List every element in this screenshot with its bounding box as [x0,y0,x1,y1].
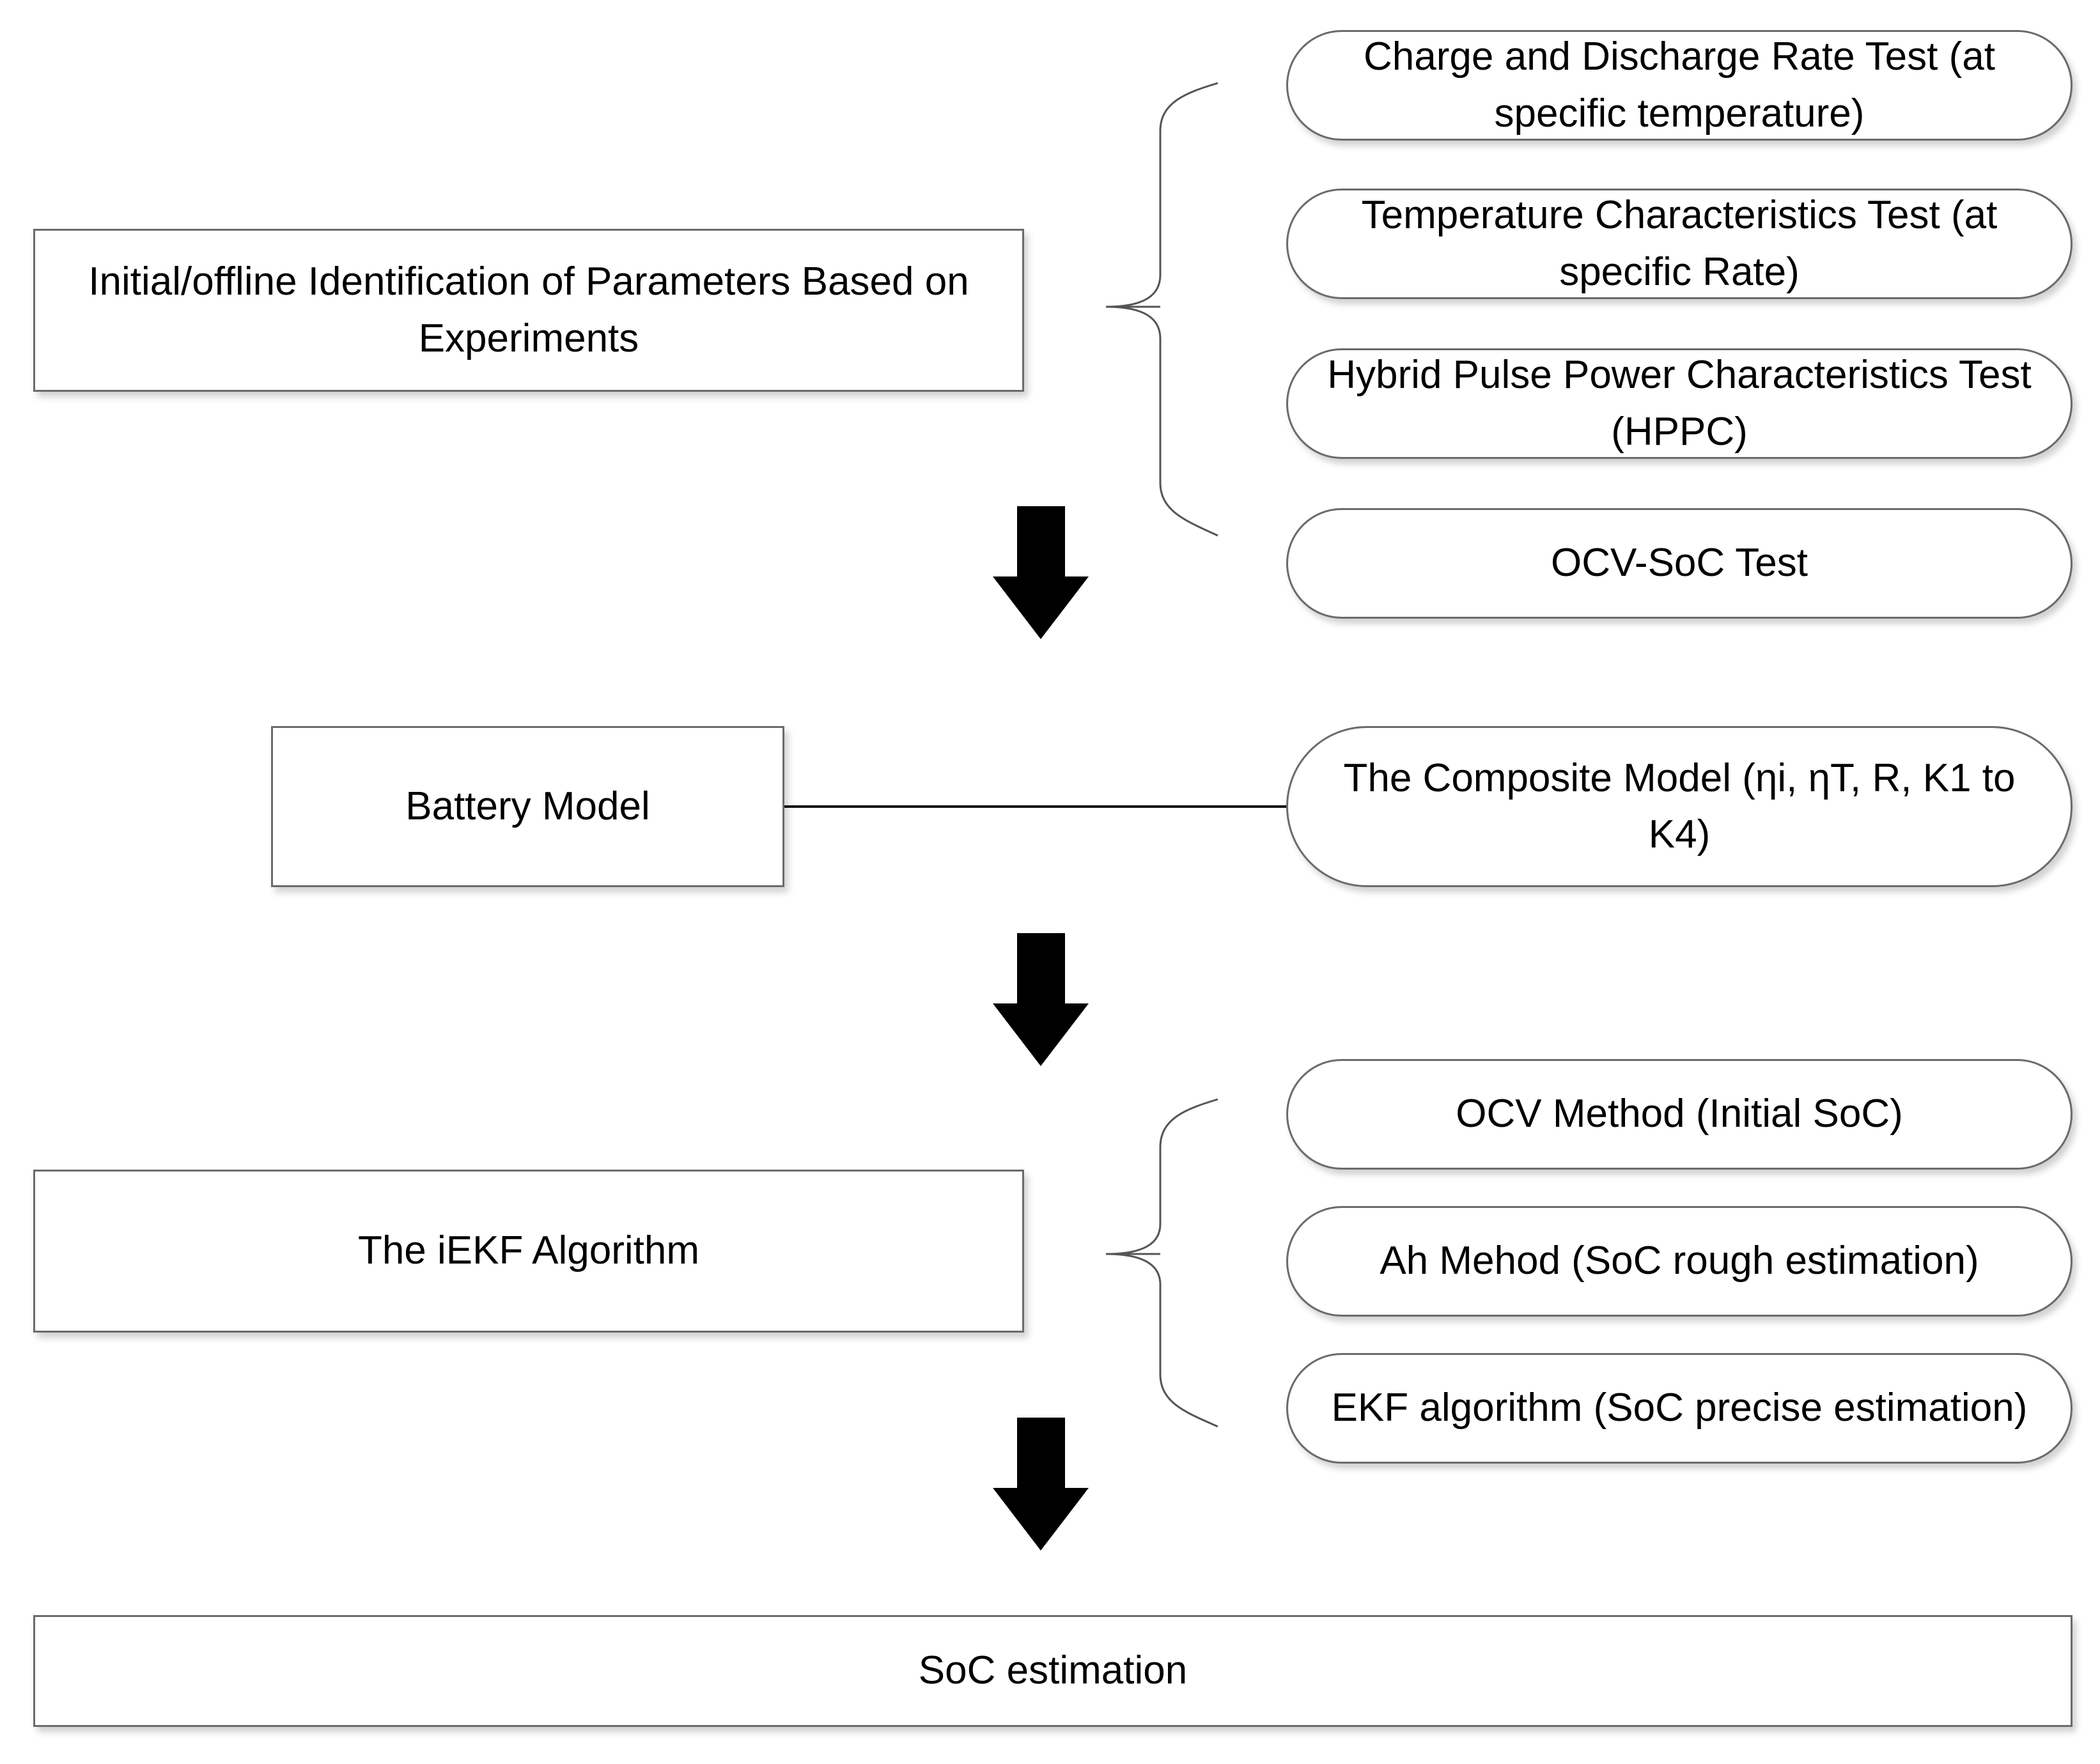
composite-model-box: The Composite Model (ηi, ηT, R, K1 to K4… [1286,726,2073,887]
experiment-item: Charge and Discharge Rate Test (at speci… [1286,30,2073,141]
down-arrow-1 [993,506,1089,639]
experiment-item: OCV-SoC Test [1286,508,2073,619]
algorithm-part-item: EKF algorithm (SoC precise estimation) [1286,1353,2073,1464]
algorithm-part-label: OCV Method (Initial SoC) [1456,1092,1903,1136]
algorithm-part-item: OCV Method (Initial SoC) [1286,1059,2073,1170]
algorithm-part-item: Ah Mehod (SoC rough estimation) [1286,1206,2073,1317]
experiments-brace [1105,82,1218,537]
soc-estimation-label: SoC estimation [918,1648,1188,1693]
experiment-label: Temperature Characteristics Test (at spe… [1361,193,1998,294]
experiment-label: Charge and Discharge Rate Test (at speci… [1364,35,1995,135]
algorithm-brace [1105,1098,1218,1428]
iekf-algorithm-box: The iEKF Algorithm [33,1170,1024,1333]
soc-estimation-box: SoC estimation [33,1615,2073,1727]
experiment-item: Hybrid Pulse Power Characteristics Test … [1286,348,2073,459]
experiment-label: Hybrid Pulse Power Characteristics Test … [1327,353,2032,454]
algorithm-part-label: EKF algorithm (SoC precise estimation) [1331,1386,2028,1430]
initial-identification-label: Initial/offline Identification of Parame… [88,259,969,360]
iekf-algorithm-label: The iEKF Algorithm [357,1228,700,1273]
experiment-label: OCV-SoC Test [1550,541,1808,585]
down-arrow-3 [993,1418,1089,1551]
battery-model-label: Battery Model [405,784,650,828]
algorithm-part-label: Ah Mehod (SoC rough estimation) [1380,1239,1979,1283]
experiment-item: Temperature Characteristics Test (at spe… [1286,189,2073,299]
down-arrow-2 [993,933,1089,1066]
initial-identification-box: Initial/offline Identification of Parame… [33,229,1024,392]
battery-model-box: Battery Model [271,726,784,887]
composite-model-label: The Composite Model (ηi, ηT, R, K1 to K4… [1343,755,2016,856]
